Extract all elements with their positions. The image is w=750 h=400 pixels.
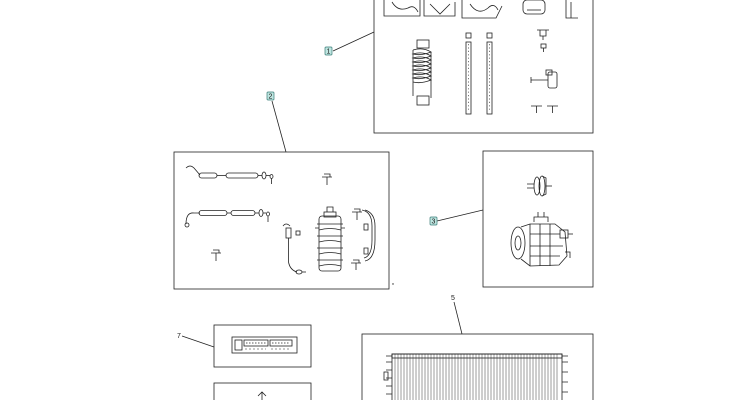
callout-5: 5 (451, 295, 455, 302)
leader-3 (436, 209, 484, 222)
callout-1-box (324, 46, 333, 56)
callout-2: 2 (266, 91, 275, 101)
group-5-frame (361, 333, 594, 400)
small-fittings (530, 29, 558, 113)
callout-3: 3 (429, 216, 438, 226)
vertical-hose (282, 223, 306, 275)
group-7-panel (213, 324, 312, 368)
group-8-panel (213, 382, 312, 400)
group-5-panel (361, 333, 594, 400)
leader-2 (271, 100, 287, 153)
callout-2-label: 2 (269, 94, 273, 101)
callout-2-box (266, 91, 275, 101)
condenser-core (383, 353, 568, 400)
leader-5 (453, 301, 463, 335)
group-1-panel (373, 0, 594, 134)
refrigerant-line-upper (185, 165, 274, 184)
seal-strips (465, 32, 493, 115)
callout-1-label: 1 (327, 49, 331, 56)
callout-5-label: 5 (451, 295, 455, 302)
callout-7: 7 (177, 333, 181, 340)
group-2-frame (173, 151, 390, 290)
refrigerant-line-lower (184, 209, 270, 228)
group-1-top-parts (383, 0, 578, 19)
bolts (211, 173, 362, 270)
callout-3-label: 3 (432, 219, 436, 226)
control-panel (231, 336, 298, 354)
callout-7-label: 7 (177, 333, 181, 340)
leader-7 (181, 335, 215, 348)
group-3-panel (482, 150, 594, 288)
return-hose (361, 209, 376, 262)
leader-lines (181, 31, 484, 348)
ac-compressor (510, 212, 573, 267)
group-1-frame (373, 0, 594, 134)
group-8-frame (213, 382, 312, 400)
callout-1: 1 (324, 46, 333, 56)
accumulator-compressor (315, 206, 345, 272)
stray-dot (392, 283, 394, 285)
group-3-frame (482, 150, 594, 288)
group-2-panel (173, 151, 390, 290)
clutch-pulley (527, 175, 552, 197)
group-7-frame (213, 324, 312, 368)
callout-3-box (429, 216, 438, 226)
corrugated-sleeve (411, 39, 432, 106)
leader-1 (332, 31, 375, 52)
